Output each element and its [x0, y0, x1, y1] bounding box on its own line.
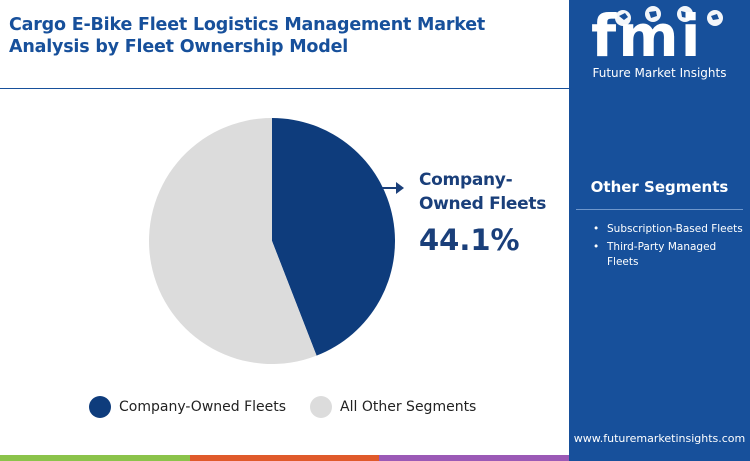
- bottom-bar-orange: [189, 455, 380, 461]
- bottom-bar-purple: [379, 455, 570, 461]
- legend-label-company-owned: Company-Owned Fleets: [119, 399, 287, 415]
- pie-slice-company-owned-fleets: [272, 118, 396, 356]
- legend-label-all-other: All Other Segments: [340, 399, 477, 415]
- legend-item-all-other: All Other Segments: [310, 396, 476, 418]
- bullet-icon: •: [593, 241, 600, 253]
- legend-swatch-company-owned: [89, 396, 111, 418]
- bottom-bar-green: [0, 455, 190, 461]
- callout-arrowhead: [396, 182, 404, 194]
- legend-item-company-owned: Company-Owned Fleets: [89, 396, 286, 418]
- pie-slice-all-other-segments: [149, 118, 317, 364]
- other-segments-divider: [576, 209, 743, 210]
- title-divider: [0, 88, 569, 89]
- globe-icon: [615, 6, 723, 26]
- other-segments-heading: Other Segments: [590, 178, 729, 196]
- bottom-color-bar: [0, 455, 570, 461]
- callout-label: Company-Owned Fleets: [419, 170, 547, 214]
- bullet-icon: •: [593, 223, 600, 235]
- logo-subtitle: Future Market Insights: [592, 66, 727, 80]
- logo-letters: fmi: [591, 2, 703, 70]
- list-item: • Third-Party Managed Fleets: [593, 240, 743, 270]
- legend-swatch-all-other: [310, 396, 333, 418]
- other-segment-label: Third-Party Managed Fleets: [607, 241, 717, 268]
- list-item: • Subscription-Based Fleets: [593, 222, 743, 237]
- chart-legend: Company-Owned Fleets All Other Segments: [89, 396, 500, 418]
- page-title: Cargo E-Bike Fleet Logistics Management …: [9, 15, 486, 57]
- callout-value: 44.1%: [419, 223, 520, 257]
- other-segments-list: • Subscription-Based Fleets • Third-Part…: [593, 222, 743, 273]
- pie-chart: [149, 118, 404, 364]
- pie-slices: [149, 118, 396, 364]
- fmi-logo: fmi Future Market Insights: [569, 0, 750, 90]
- website-link[interactable]: www.futuremarketinsights.com: [573, 432, 746, 445]
- other-segment-label: Subscription-Based Fleets: [607, 223, 743, 235]
- sidebar: fmi Future Market Insights Other Segment…: [569, 0, 750, 461]
